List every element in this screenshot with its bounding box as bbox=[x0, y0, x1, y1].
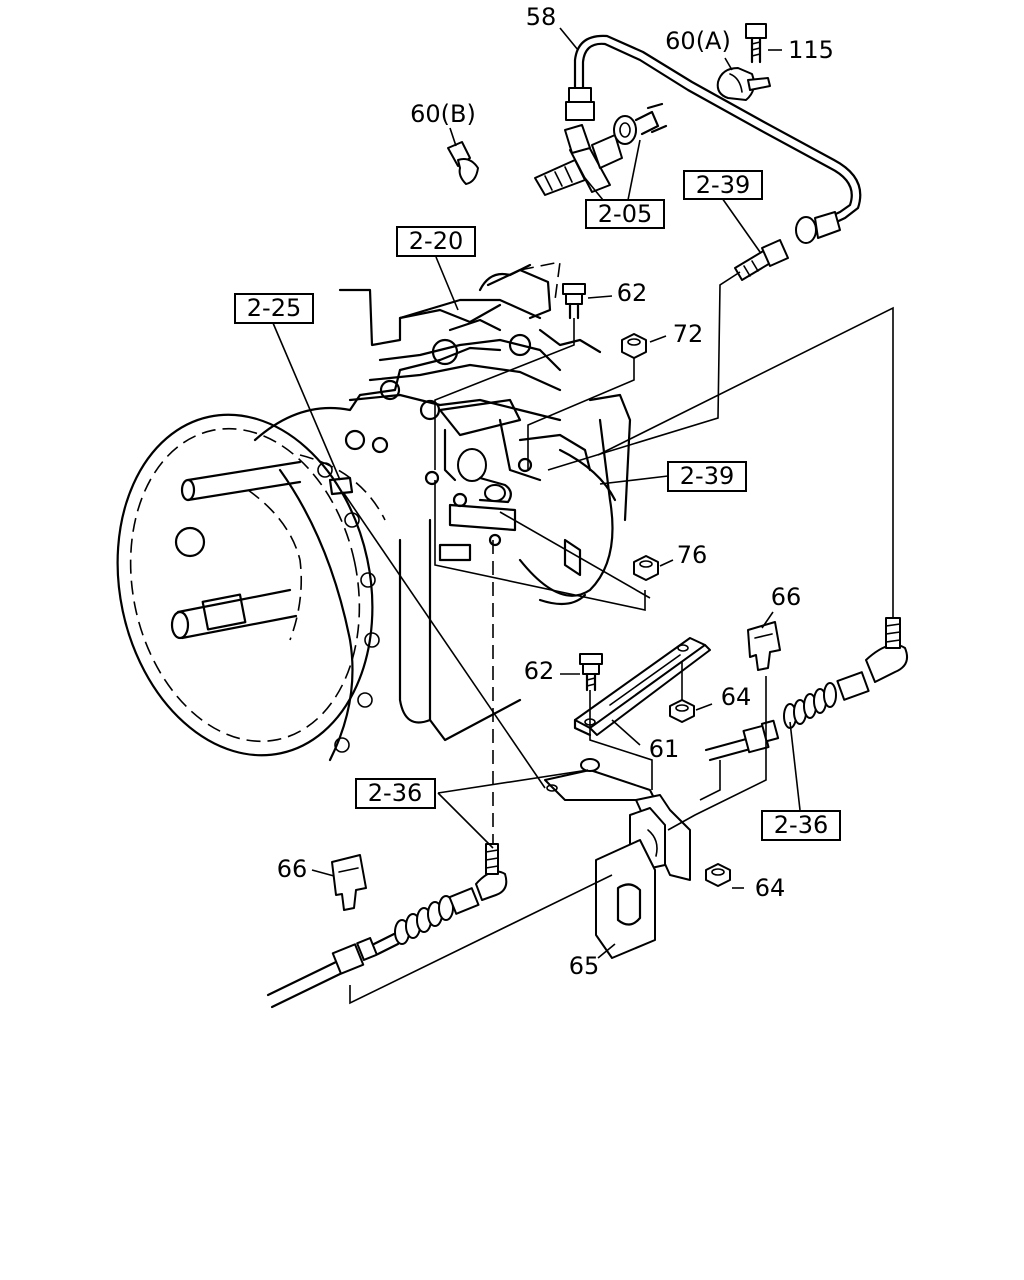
label-66-right: 66 bbox=[771, 583, 802, 611]
nut-76 bbox=[633, 555, 659, 581]
bolt-62-mid bbox=[579, 653, 603, 692]
bolt-115 bbox=[745, 23, 767, 64]
label-leaders bbox=[272, 27, 801, 959]
label-64-top: 64 bbox=[721, 683, 752, 711]
label-61: 61 bbox=[649, 735, 680, 763]
label-76: 76 bbox=[677, 541, 708, 569]
nut-64-top bbox=[669, 699, 695, 723]
label-115: 115 bbox=[788, 36, 834, 64]
bracket-65 bbox=[544, 769, 691, 959]
pipe-58 bbox=[565, 34, 862, 244]
ref-2-25: 2-25 bbox=[247, 294, 301, 322]
label-62-mid: 62 bbox=[524, 657, 555, 685]
ref-2-36-right: 2-36 bbox=[774, 811, 828, 839]
ref-2-20: 2-20 bbox=[409, 227, 463, 255]
ref-2-36-left: 2-36 bbox=[368, 779, 422, 807]
cable-2-36-left bbox=[266, 843, 508, 1009]
ref-2-39-mid: 2-39 bbox=[680, 462, 734, 490]
label-64-bottom: 64 bbox=[755, 874, 786, 902]
tee-fitting bbox=[534, 102, 668, 196]
label-62-top: 62 bbox=[617, 279, 648, 307]
label-60b: 60(B) bbox=[410, 100, 476, 128]
label-65: 65 bbox=[569, 952, 600, 980]
label-60a: 60(A) bbox=[665, 27, 731, 55]
label-72: 72 bbox=[673, 320, 704, 348]
bolt-62-top bbox=[562, 283, 586, 320]
clip-66-left bbox=[331, 854, 367, 911]
nut-64-bottom bbox=[705, 863, 731, 887]
bracket-61 bbox=[573, 637, 711, 737]
label-58: 58 bbox=[526, 3, 557, 31]
nut-72 bbox=[621, 333, 647, 359]
washer-on-bracket bbox=[580, 758, 600, 772]
clip-60a bbox=[716, 67, 771, 101]
label-66-left: 66 bbox=[277, 855, 308, 883]
part-labels: 58 60(A) 115 60(B) 2-05 2-39 2-20 2-25 6… bbox=[234, 3, 841, 980]
assembly-lines bbox=[342, 271, 894, 1005]
transmission-assembly bbox=[116, 260, 632, 762]
clip-60b bbox=[447, 141, 479, 185]
ref-2-05: 2-05 bbox=[598, 200, 652, 228]
fitting-2-39-top bbox=[734, 239, 789, 281]
clip-66-right bbox=[747, 621, 781, 671]
ref-2-39-top: 2-39 bbox=[696, 171, 750, 199]
